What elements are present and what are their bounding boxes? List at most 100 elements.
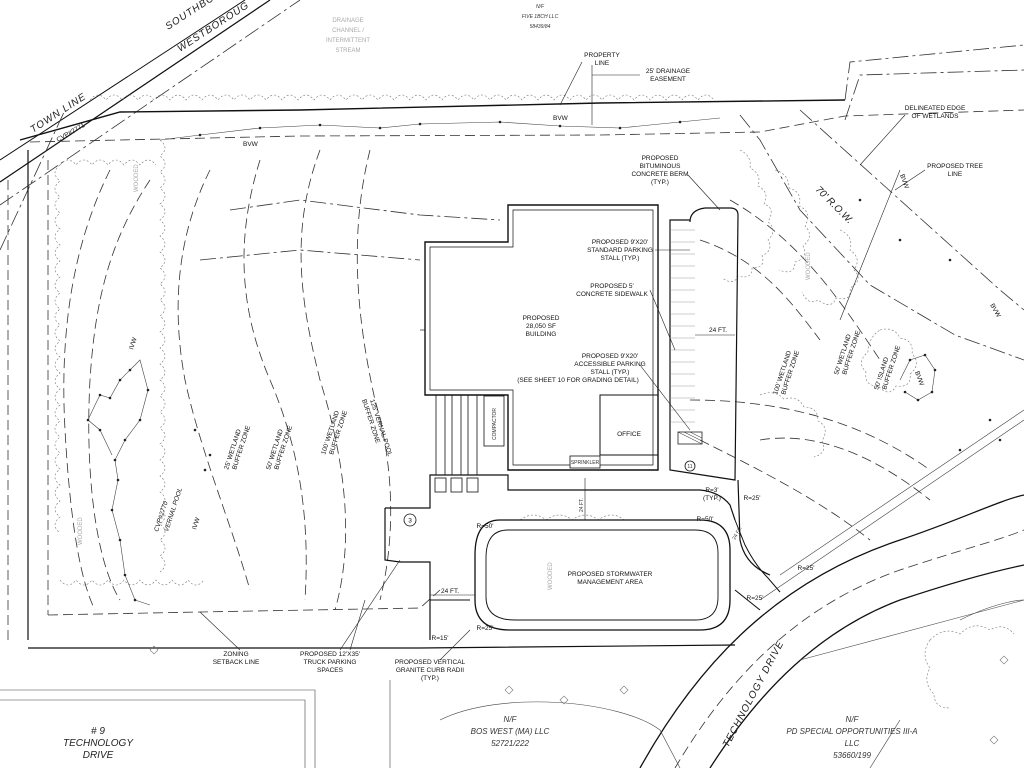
drainage-channel-label: DRAINAGE CHANNEL / INTERMITTENT STREAM	[326, 18, 370, 54]
svg-text:N/F: N/F	[846, 715, 860, 724]
office-room	[599, 394, 659, 456]
office-label: OFFICE	[617, 431, 641, 438]
svg-text:CONCRETE SIDEWALK: CONCRETE SIDEWALK	[576, 291, 648, 298]
boundary-lines	[0, 0, 1024, 649]
stormwater-label: PROPOSED STORMWATER MANAGEMENT AREA	[568, 571, 653, 586]
bvw-label-left: BVW	[243, 141, 259, 148]
row-label: 70' R.O.W.	[813, 184, 855, 226]
bos-west-label: N/F BOS WEST (MA) LLC 52721/222	[471, 715, 550, 748]
svg-text:FIVE 1BCH LLC: FIVE 1BCH LLC	[522, 14, 559, 20]
bvw-label-right: BVW	[988, 303, 1002, 320]
svg-text:LINE: LINE	[595, 60, 610, 67]
wooded-label-left: WOODED	[78, 517, 84, 545]
svg-text:STREAM: STREAM	[335, 48, 360, 54]
svg-text:TRUCK PARKING: TRUCK PARKING	[304, 659, 357, 666]
curb-radii-label: PROPOSED VERTICAL GRANITE CURB RADII (TY…	[395, 659, 466, 682]
svg-text:BUILDING: BUILDING	[526, 331, 557, 338]
svg-text:58439/84: 58439/84	[530, 24, 551, 30]
svg-text:28,050 SF: 28,050 SF	[526, 323, 556, 330]
wooded-label-east: WOODED	[806, 252, 812, 280]
callout-leaders	[199, 61, 926, 661]
svg-text:PROPOSED VERTICAL: PROPOSED VERTICAL	[395, 659, 466, 666]
standard-stall-label: PROPOSED 9'X20' STANDARD PARKING STALL (…	[587, 239, 653, 262]
truck-parking-label: PROPOSED 12'X35' TRUCK PARKING SPACES	[300, 651, 360, 674]
buffer-50-island-label: 50' ISLAND BUFFER ZONE	[873, 344, 902, 390]
bvw-label-island: BVW	[913, 370, 925, 387]
svg-text:PD SPECIAL OPPORTUNITIES III-A: PD SPECIAL OPPORTUNITIES III-A	[786, 727, 917, 736]
drainage-easement-label: 25' DRAINAGE EASEMENT	[646, 68, 691, 83]
east-parking-lot	[669, 207, 739, 481]
svg-text:STALL (TYP.): STALL (TYP.)	[591, 369, 630, 376]
svg-text:PROPOSED 5': PROPOSED 5'	[590, 283, 634, 290]
proposed-building	[424, 204, 659, 493]
berm-label: PROPOSED BITUMINOUS CONCRETE BERM (TYP.)	[631, 155, 688, 186]
svg-text:LLC: LLC	[845, 739, 860, 748]
svg-text:CONCRETE BERM: CONCRETE BERM	[631, 171, 688, 178]
svg-text:ACCESSIBLE PARKING: ACCESSIBLE PARKING	[574, 361, 645, 368]
radius-3-label: R=3' (TYP.)	[703, 487, 721, 502]
zoning-setback-label: ZONING SETBACK LINE	[213, 651, 260, 666]
svg-text:INTERMITTENT: INTERMITTENT	[326, 38, 370, 44]
svg-text:DRAINAGE: DRAINAGE	[332, 18, 363, 24]
sprinkler-label: SPRINKLER	[571, 460, 600, 466]
svg-text:11: 11	[687, 464, 692, 470]
svg-text:TECHNOLOGY: TECHNOLOGY	[63, 738, 134, 749]
svg-text:N/F: N/F	[536, 4, 545, 10]
svg-text:CHANNEL /: CHANNEL /	[332, 28, 364, 34]
svg-text:N/F: N/F	[504, 715, 518, 724]
buffer-50-east-label: 50' WETLAND BUFFER ZONE	[833, 329, 862, 375]
site-symbols	[149, 645, 1009, 745]
svg-text:3: 3	[408, 518, 412, 525]
driveway	[384, 409, 1024, 768]
property-line-label: PROPERTY LINE	[584, 52, 620, 67]
svg-text:PROPOSED 12'X35': PROPOSED 12'X35'	[300, 651, 360, 658]
svg-text:SPACES: SPACES	[317, 667, 344, 674]
circle-callout-11: 11	[684, 460, 696, 472]
vernal-pool-label: CVP#2770 VERNAL POOL	[153, 487, 184, 533]
wooded-label-top: WOODED	[134, 164, 140, 192]
pd-special-label: N/F PD SPECIAL OPPORTUNITIES III-A LLC 5…	[786, 715, 917, 760]
svg-text:(TYP.): (TYP.)	[703, 495, 721, 502]
accessible-stall-label: PROPOSED 9'X20' ACCESSIBLE PARKING STALL…	[517, 353, 645, 384]
svg-text:(TYP.): (TYP.)	[651, 179, 669, 186]
buffer-50-label: 50' WETLAND BUFFER ZONE	[265, 424, 294, 470]
svg-text:PROPOSED TREE: PROPOSED TREE	[927, 163, 984, 170]
bvw-label-row: BVW	[898, 173, 910, 190]
svg-text:OF WETLANDS: OF WETLANDS	[912, 113, 960, 120]
sidewalk-label: PROPOSED 5' CONCRETE SIDEWALK	[576, 283, 648, 298]
svg-text:R=3': R=3'	[705, 487, 718, 494]
parking-width-label: 24 FT.	[709, 327, 727, 334]
south-drive-width-label: 24 FT.	[441, 588, 459, 595]
tree-line-label: PROPOSED TREE LINE	[927, 163, 984, 178]
svg-text:BITUMINOUS: BITUMINOUS	[640, 163, 681, 170]
stormwater-loop	[474, 519, 731, 631]
svg-text:ZONING: ZONING	[223, 651, 248, 658]
svg-text:25' DRAINAGE: 25' DRAINAGE	[646, 68, 691, 75]
svg-text:(TYP.): (TYP.)	[421, 675, 439, 682]
ivw-label-lower: IVW	[191, 516, 202, 531]
svg-text:EASEMENT: EASEMENT	[650, 76, 686, 83]
svg-text:PROPOSED: PROPOSED	[642, 155, 679, 162]
east-drive-width-label: 24 FT.	[732, 526, 744, 541]
buffer-100-label: 100' WETLAND BUFFER ZONE	[320, 409, 349, 455]
radius-25-east: R=25'	[744, 495, 761, 502]
radius-25-road: R=25'	[798, 565, 815, 572]
compactor-label: COMPACTOR	[492, 408, 498, 440]
svg-text:# 9: # 9	[91, 726, 105, 737]
svg-text:STANDARD PARKING: STANDARD PARKING	[587, 247, 653, 254]
svg-text:PROPOSED: PROPOSED	[523, 315, 560, 322]
svg-text:DELINEATED EDGE: DELINEATED EDGE	[905, 105, 966, 112]
nine-tech-label: # 9 TECHNOLOGY DRIVE	[63, 726, 134, 761]
radius-25-south: R=25'	[747, 595, 764, 602]
svg-text:BOS WEST (MA) LLC: BOS WEST (MA) LLC	[471, 727, 550, 736]
contour-lines	[63, 149, 931, 611]
radius-25-loop: R=25'	[477, 625, 494, 632]
neighbor-parcels	[0, 599, 1024, 768]
svg-text:SETBACK LINE: SETBACK LINE	[213, 659, 260, 666]
radius-50-west: R=50'	[477, 523, 494, 530]
sprinkler-room	[569, 455, 601, 469]
compactor-box	[483, 395, 505, 447]
svg-text:DRIVE: DRIVE	[83, 750, 114, 761]
buffer-100-east-label: 100' WETLAND BUFFER ZONE	[772, 349, 801, 395]
